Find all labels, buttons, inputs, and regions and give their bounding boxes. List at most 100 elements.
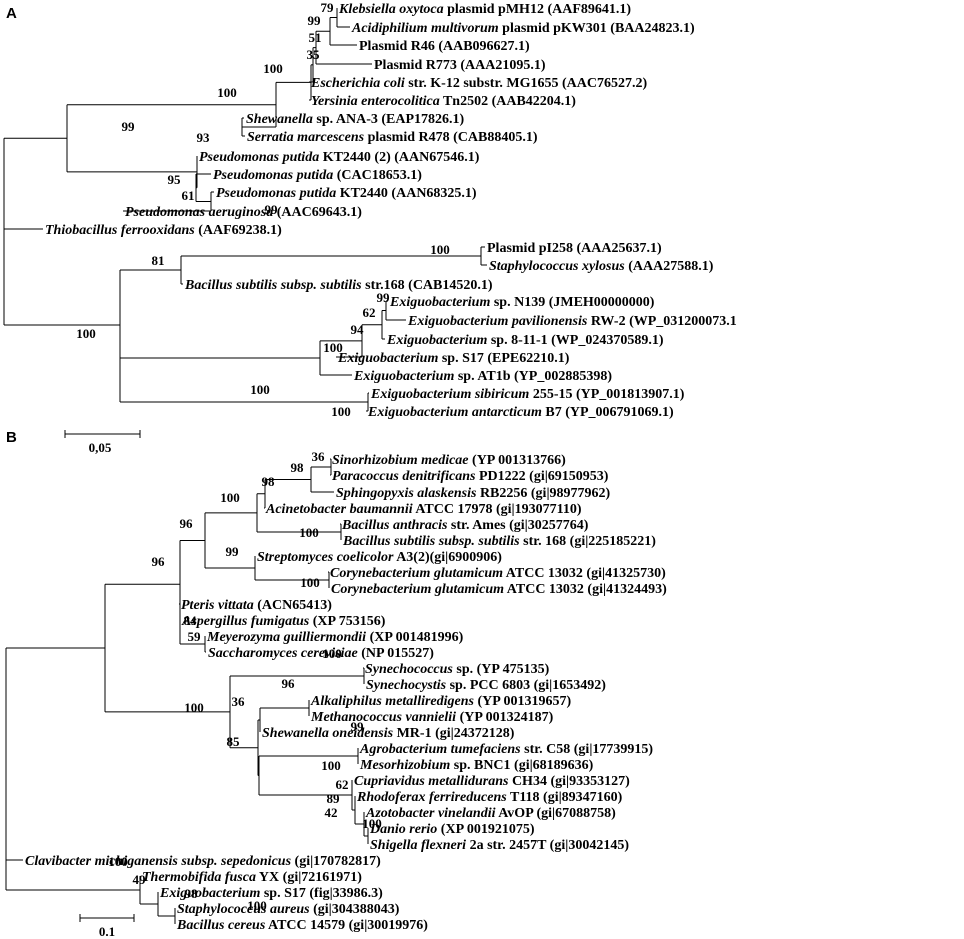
tree-b-leaf-label: Bacillus cereus ATCC 14579 (gi|30019976) — [176, 918, 428, 933]
leaf-accession: (NP 015527) — [358, 646, 435, 661]
leaf-accession: str. 168 (gi|225185221) — [520, 534, 657, 549]
leaf-accession: ATCC 14579 (gi|30019976) — [265, 918, 428, 933]
tree-b-leaf-label: Cupriavidus metallidurans CH34 (gi|93353… — [354, 774, 630, 789]
tree-a-leaf-label: Plasmid R773 (AAA21095.1) — [374, 58, 546, 73]
tree-b-bootstrap-value: 100 — [247, 898, 267, 913]
leaf-species-name: Pseudomonas putida — [213, 168, 333, 183]
leaf-species-name: Azotobacter vinelandii — [365, 806, 496, 821]
tree-b-leaf-label: Thermobifida fusca YX (gi|72161971) — [142, 870, 362, 885]
tree-b-bootstrap-value: 98 — [185, 886, 199, 901]
leaf-accession: (gi|170782817) — [291, 854, 381, 869]
tree-b-bootstrap-value: 89 — [327, 791, 341, 806]
tree-b-leaf-label: Saccharomyces cerevisiae (NP 015527) — [208, 646, 434, 661]
tree-a-leaf-label: Plasmid pI258 (AAA25637.1) — [487, 241, 662, 256]
scale-bar-a-label: 0,05 — [89, 440, 112, 455]
leaf-species-name: Acidiphilium multivorum — [351, 21, 499, 36]
tree-b-leaf-label: Meyerozyma guilliermondii (XP 001481996) — [206, 630, 464, 645]
leaf-species-name: Pseudomonas aeruginosa — [125, 205, 273, 220]
tree-a-leaf-label: Pseudomonas putida (CAC18653.1) — [213, 168, 422, 183]
leaf-accession: Plasmid R46 (AAB096627.1) — [359, 39, 530, 54]
tree-b-bootstrap-value: 49 — [133, 872, 147, 887]
leaf-accession: str. Ames (gi|30257764) — [447, 518, 588, 533]
leaf-accession: A3(2)(gi|6900906) — [393, 550, 502, 565]
tree-b-leaf-label: Synechococcus sp. (YP 475135) — [365, 662, 550, 677]
leaf-species-name: Sphingopyxis alaskensis — [336, 486, 477, 501]
tree-a-leaf-label: Bacillus subtilis subsp. subtilis str.16… — [184, 278, 493, 293]
leaf-accession: plasmid pKW301 (BAA24823.1) — [499, 21, 695, 36]
leaf-species-name: Paracoccus denitrificans — [332, 469, 476, 484]
tree-panel-b: Sinorhizobium medicae (YP 001313766)Para… — [5, 429, 667, 939]
tree-a-bootstrap-value: 62 — [363, 305, 376, 320]
tree-b-bootstrap-value: 96 — [152, 554, 166, 569]
tree-a-leaf-label: Serratia marcescens plasmid R478 (CAB884… — [247, 130, 538, 145]
leaf-species-name: Agrobacterium tumefaciens — [359, 742, 521, 757]
leaf-accession: (AAA27588.1) — [625, 259, 714, 274]
leaf-species-name: Synechococcus — [365, 662, 453, 677]
leaf-species-name: Exiguobacterium — [337, 351, 438, 366]
tree-b-bootstrap-value: 36 — [312, 449, 326, 464]
leaf-accession: (AAC69643.1) — [273, 205, 362, 220]
leaf-accession: Plasmid R773 (AAA21095.1) — [374, 58, 546, 73]
tree-panel-a: Klebsiella oxytoca plasmid pMH12 (AAF896… — [3, 0, 737, 455]
panel-label-a: A — [6, 5, 17, 22]
leaf-accession: sp. 8-11-1 (WP_024370589.1) — [487, 333, 664, 348]
leaf-accession: (AAF69238.1) — [195, 223, 282, 238]
scale-bar-b-label: 0.1 — [99, 924, 115, 939]
tree-a-leaf-label: Shewanella sp. ANA-3 (EAP17826.1) — [246, 112, 465, 127]
leaf-accession: ATCC 17978 (gi|193077110) — [413, 502, 582, 517]
leaf-accession: RB2256 (gi|98977962) — [476, 486, 610, 501]
leaf-accession: str. C58 (gi|17739915) — [521, 742, 654, 757]
leaf-species-name: Serratia marcescens — [247, 130, 365, 145]
leaf-species-name: Exiguobacterium — [389, 295, 490, 310]
tree-b-leaf-label: Clavibacter michiganensis subsp. sepedon… — [25, 854, 381, 869]
tree-b-leaf-label: Sphingopyxis alaskensis RB2256 (gi|98977… — [336, 486, 611, 501]
tree-b-leaf-label: Streptomyces coelicolor A3(2)(gi|6900906… — [257, 550, 502, 565]
leaf-accession: str.168 (CAB14520.1) — [362, 278, 493, 293]
tree-a-leaf-label: Escherichia coli str. K-12 substr. MG165… — [310, 76, 647, 91]
leaf-species-name: Aspergillus fumigatus — [181, 614, 310, 629]
leaf-accession: (XP 753156) — [309, 614, 386, 629]
tree-a-leaf-label: Pseudomonas putida KT2440 (AAN68325.1) — [216, 186, 477, 201]
tree-b-leaf-label: Shewanella oneidensis MR-1 (gi|24372128) — [262, 726, 515, 741]
leaf-species-name: Exiguobacterium antarcticum — [367, 405, 542, 420]
tree-b-leaf-label: Corynebacterium glutamicum ATCC 13032 (g… — [330, 566, 666, 581]
tree-b-leaf-label: Methanococcus vannielii (YP 001324187) — [310, 710, 554, 725]
tree-b-leaf-label: Agrobacterium tumefaciens str. C58 (gi|1… — [359, 742, 653, 757]
tree-b-bootstrap-value: 62 — [336, 777, 349, 792]
tree-a-leaf-label: Plasmid R46 (AAB096627.1) — [359, 39, 530, 54]
leaf-species-name: Alkaliphilus metalliredigens — [310, 694, 475, 709]
leaf-species-name: Escherichia coli — [310, 76, 405, 91]
leaf-species-name: Bacillus anthracis — [341, 518, 448, 533]
leaf-species-name: Sinorhizobium medicae — [332, 453, 469, 468]
leaf-species-name: Exiguobacterium pavilionensis — [407, 314, 588, 329]
leaf-accession: YX (gi|72161971) — [256, 870, 362, 885]
tree-a-leaf-label: Acidiphilium multivorum plasmid pKW301 (… — [351, 21, 695, 36]
leaf-accession: KT2440 (2) (AAN67546.1) — [319, 150, 480, 165]
leaf-species-name: Exiguobacterium sibiricum — [370, 387, 529, 402]
leaf-species-name: Methanococcus vannielii — [310, 710, 456, 725]
tree-a-bootstrap-value: 100 — [430, 242, 450, 257]
leaf-species-name: Bacillus subtilis subsp. subtilis — [184, 278, 362, 293]
tree-b-leaf-label: Bacillus subtilis subsp. subtilis str. 1… — [342, 534, 656, 549]
leaf-accession: CH34 (gi|93353127) — [508, 774, 630, 789]
leaf-accession: 255-15 (YP_001813907.1) — [529, 387, 684, 402]
tree-b-bootstrap-value: 99 — [351, 719, 365, 734]
tree-a-leaf-label: Yersinia enterocolitica Tn2502 (AAB42204… — [311, 94, 576, 109]
leaf-species-name: Staphylococcus xylosus — [489, 259, 625, 274]
tree-b-leaf-label: Shigella flexneri 2a str. 2457T (gi|3004… — [370, 838, 629, 853]
leaf-accession: ATCC 13032 (gi|41324493) — [504, 582, 667, 597]
tree-b-bootstrap-value: 85 — [227, 734, 241, 749]
tree-a-bootstrap-value: 100 — [76, 326, 96, 341]
leaf-species-name: Shewanella oneidensis — [262, 726, 394, 741]
tree-b-leaf-label: Alkaliphilus metalliredigens (YP 0013196… — [310, 694, 572, 709]
leaf-species-name: Danio rerio — [369, 822, 437, 837]
tree-b-bootstrap-value: 100 — [362, 816, 382, 831]
leaf-accession: (CAC18653.1) — [333, 168, 422, 183]
leaf-species-name: Rhodoferax ferrireducens — [356, 790, 507, 805]
leaf-species-name: Thermobifida fusca — [142, 870, 256, 885]
leaf-species-name: Exiguobacterium — [353, 369, 454, 384]
leaf-species-name: Yersinia enterocolitica — [311, 94, 440, 109]
tree-a-leaf-label: Pseudomonas putida KT2440 (2) (AAN67546.… — [199, 150, 480, 165]
leaf-accession: (YP 001313766) — [469, 453, 567, 468]
